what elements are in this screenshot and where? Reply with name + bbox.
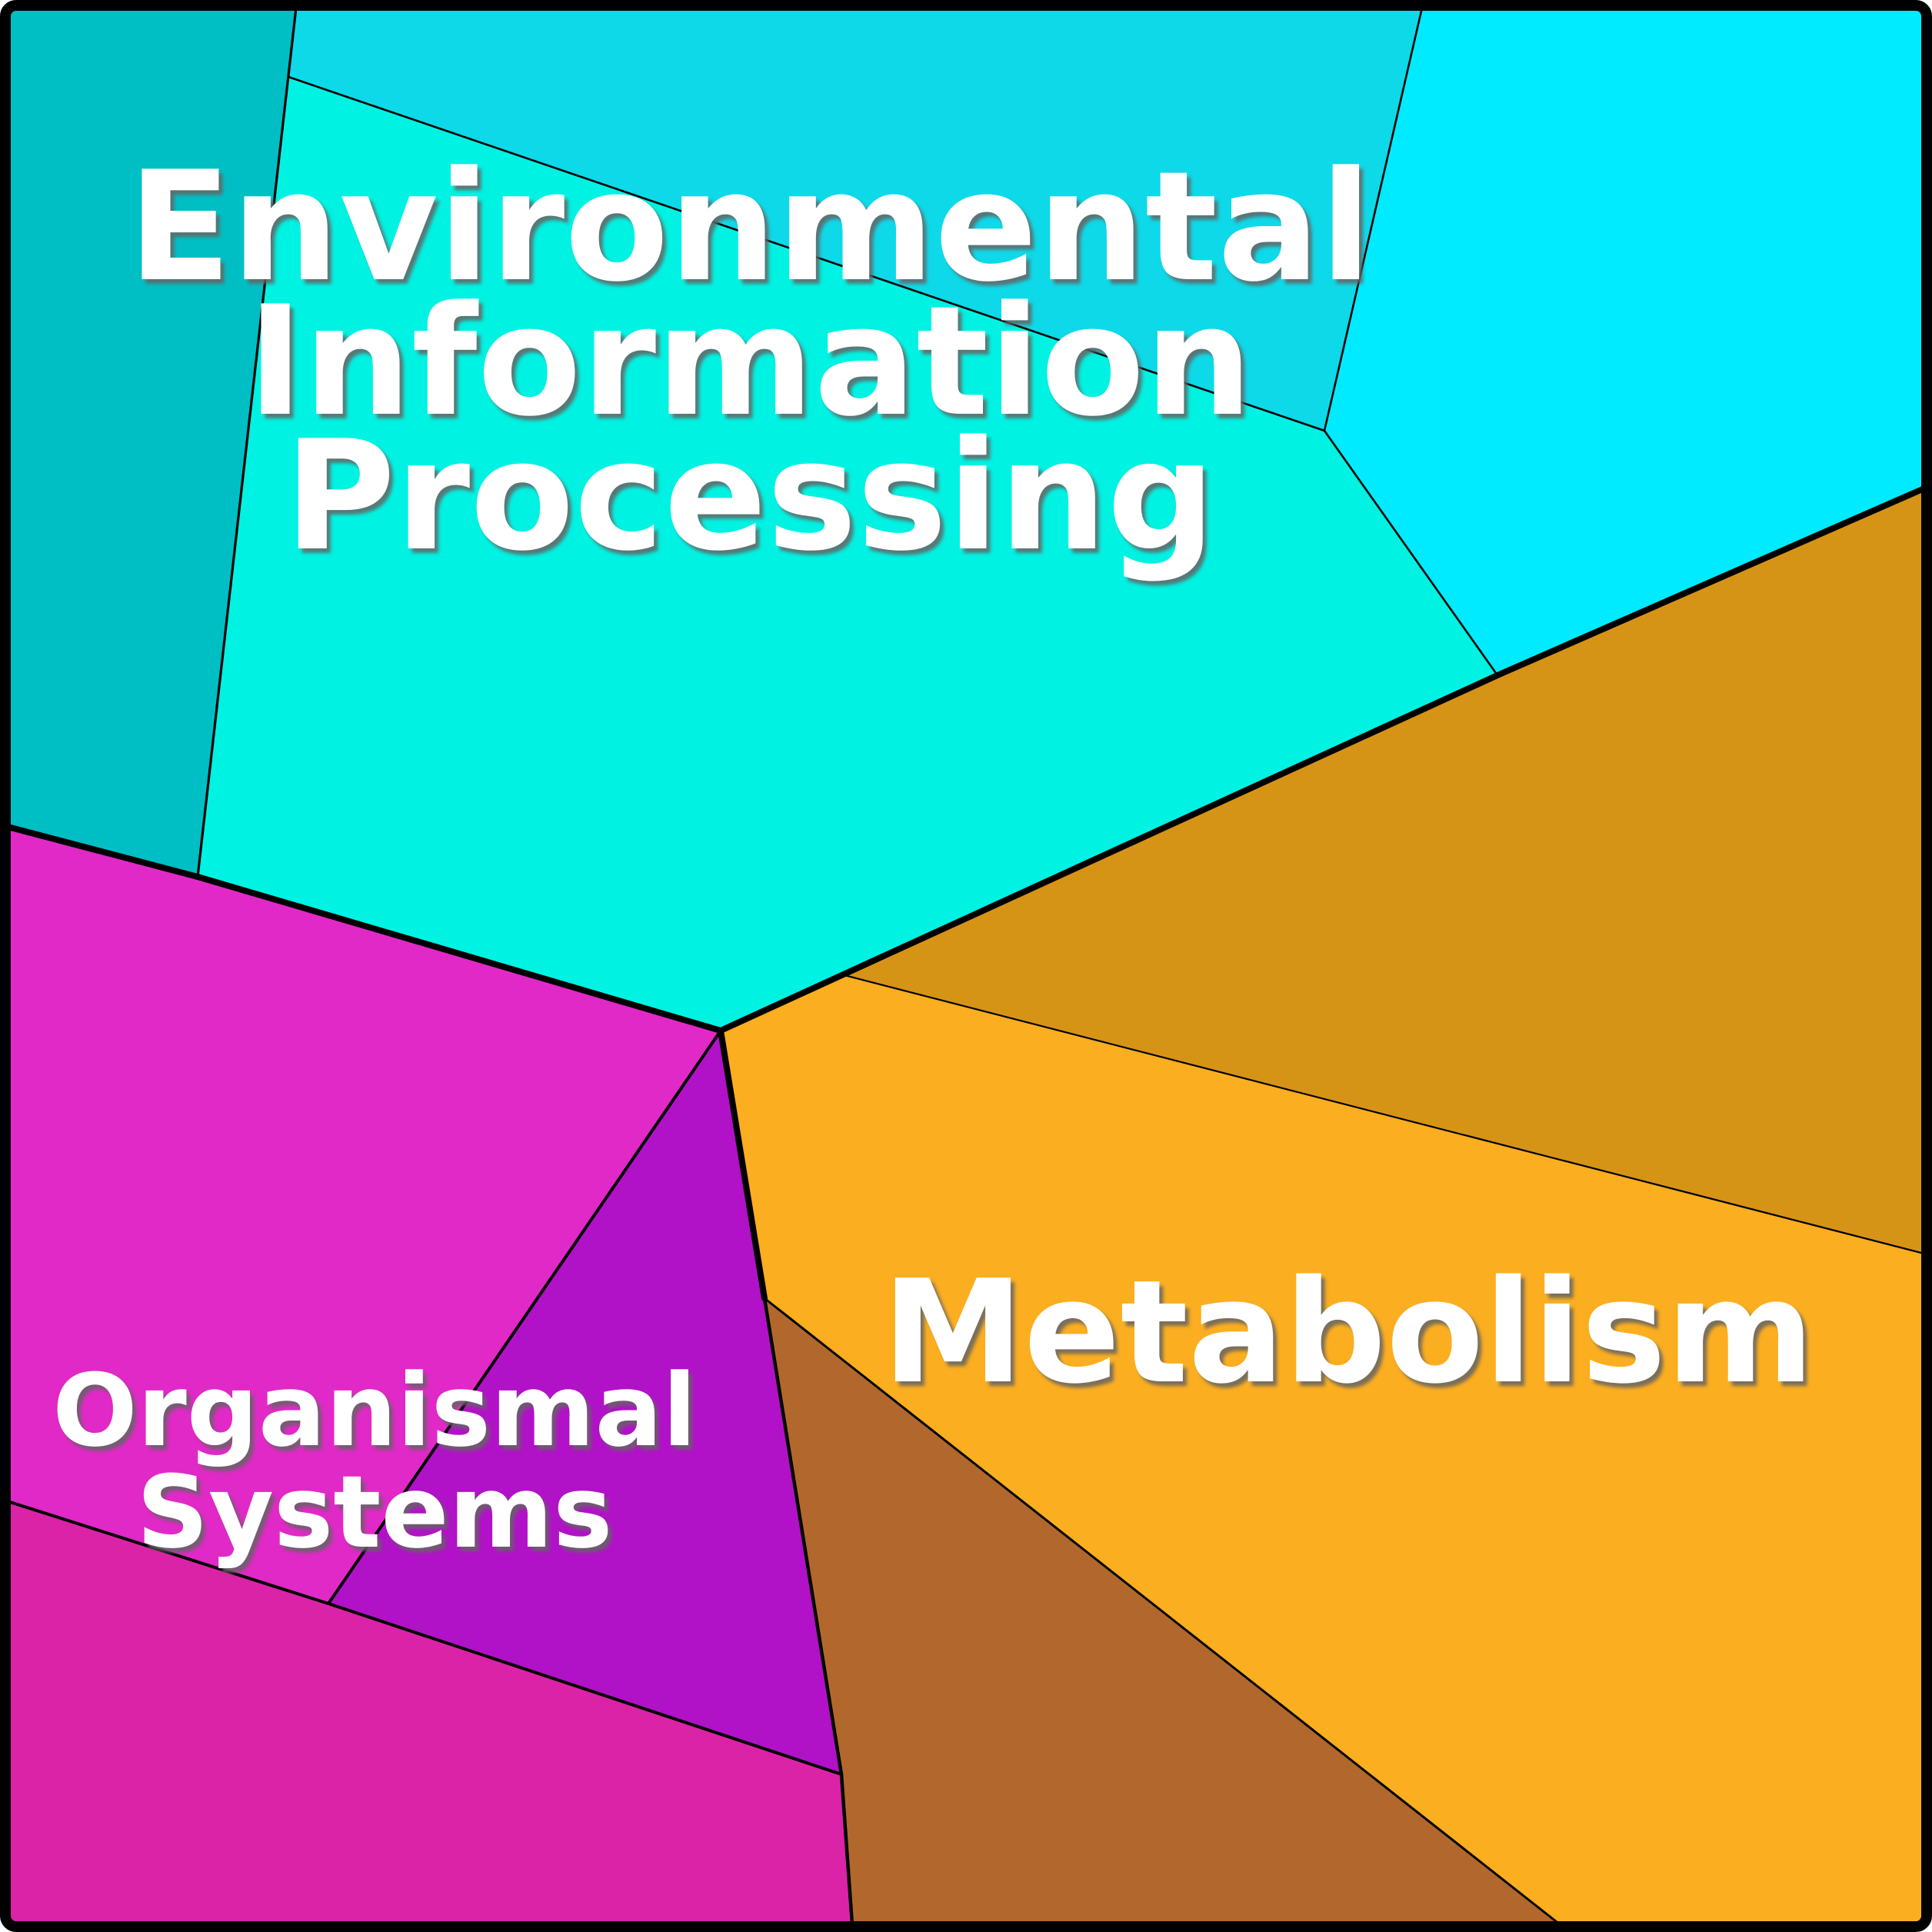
cell-boundary [195, 874, 724, 1034]
cell-boundary [6, 1500, 330, 1605]
cell-boundary [327, 1602, 843, 1776]
cell-boundary [762, 1296, 844, 1777]
label-metabolism: Metabolism [882, 1249, 1814, 1415]
cells-layer [7, 7, 1925, 1925]
cell-boundary [1494, 485, 1927, 678]
cell-boundaries-layer [5, 6, 1927, 1927]
cell-boundary [718, 1028, 768, 1301]
cell-boundary [196, 6, 298, 878]
cell-boundary [839, 1772, 854, 1927]
cell-boundary [1323, 429, 1499, 677]
cell-boundary [718, 672, 1501, 1034]
cell-boundary [1323, 6, 1424, 432]
cell-boundary [5, 824, 201, 880]
cell-boundary [843, 974, 1926, 1255]
cell-boundary [763, 1297, 1561, 1926]
cell-boundary [287, 75, 1326, 432]
cell-boundary [327, 1029, 722, 1605]
